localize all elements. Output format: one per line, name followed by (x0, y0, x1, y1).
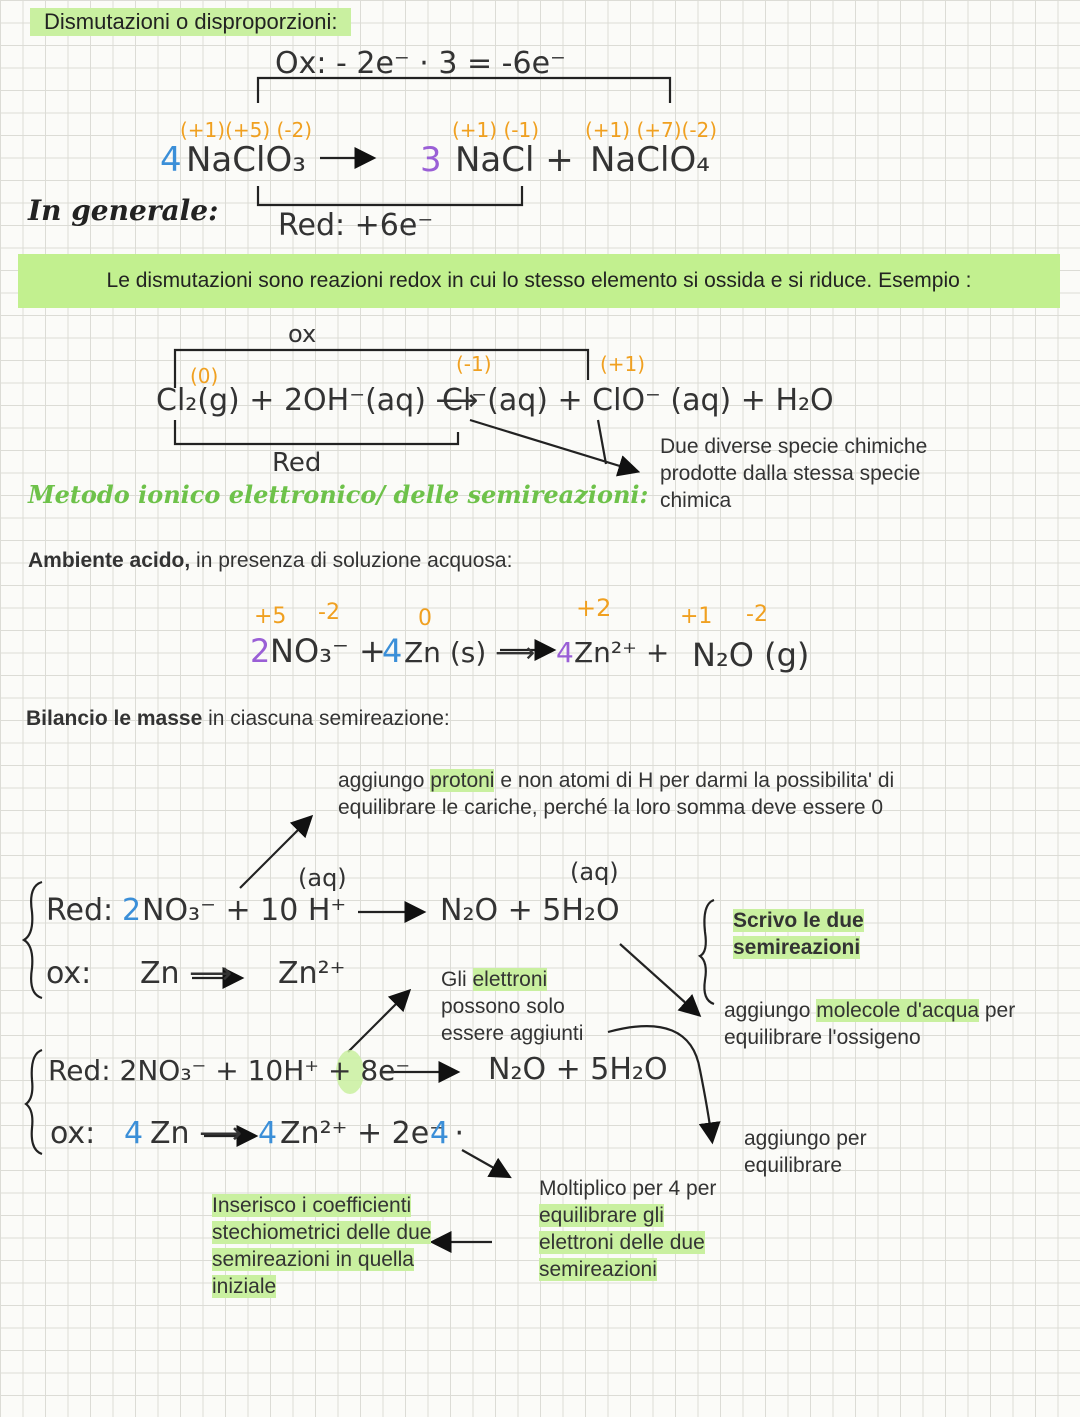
definition-text: Le dismutazioni sono reazioni redox in c… (106, 269, 972, 292)
half2-red: Red: 2NO₃⁻ + 10H⁺ + 8e⁻ (48, 1054, 411, 1087)
half1-red-coef: 2 (122, 893, 142, 928)
half1-ox-left: Zn ⟶ (140, 956, 233, 991)
oxidation-numbers-right: (+1) (+7)(-2) (585, 118, 718, 142)
oxidation-numbers-mid: (+1) (-1) (452, 118, 539, 142)
ambiente-bold: Ambiente acido, (28, 549, 191, 572)
eq3-zn2: Zn²⁺ + (574, 636, 670, 669)
note-acqua-post: per equilibrare l'ossigeno (724, 999, 1016, 1049)
eq3-oxnum-minus2: -2 (318, 600, 340, 625)
note-moltiplico-pre: Moltiplico per 4 per (539, 1177, 717, 1200)
half1-red-reactants: NO₃⁻ + 10 H⁺ (142, 893, 347, 928)
note-elettroni-hl: elettroni (472, 968, 548, 991)
eq3-oxnum-plus1: +1 (680, 604, 713, 629)
red-label-2: Red (272, 448, 322, 478)
ambiente-rest: in presenza di soluzione acquosa: (190, 549, 513, 572)
oxnum-plus1: (+1) (600, 352, 646, 376)
half1-ox-right: Zn²⁺ (278, 956, 346, 991)
half1-red-prefix: Red: (46, 893, 114, 928)
half2-red-products: N₂O + 5H₂O (488, 1052, 668, 1087)
half2-ox-prefix: ox: (50, 1116, 96, 1151)
oxidation-numbers-left: (+1)(+5) (-2) (180, 118, 313, 142)
product-nacl: NaCl + (455, 140, 574, 180)
note-scrivo: Scrivo le due semireazioni (733, 907, 883, 961)
half2-ox-coef: 4 (124, 1116, 144, 1151)
note-scrivo-text: Scrivo le due semireazioni (733, 909, 864, 959)
half2-ox-coef2: 4 (258, 1116, 278, 1151)
eq3-oxnum-zero: 0 (418, 606, 432, 631)
eq3-oxnum-minus2b: -2 (746, 602, 768, 627)
note-due-specie: Due diverse specie chimiche prodotte dal… (660, 435, 928, 512)
half1-red-products: N₂O + 5H₂O (440, 893, 620, 928)
oxnum-zero: (0) (190, 364, 219, 388)
eq3-oxnum-plus2: +2 (576, 594, 612, 622)
coefficient-4: 4 (160, 140, 182, 180)
note-elettroni-post: possono solo essere aggiunti (441, 995, 584, 1045)
eq3-coef-4: 4 (382, 632, 403, 670)
bilancio-line: Bilancio le masse in ciascuna semireazio… (26, 705, 450, 732)
eq3-coef-2: 2 (250, 632, 271, 670)
aq-label-1: (aq) (298, 864, 347, 892)
oxnum-minus1: (-1) (456, 352, 492, 376)
note-elettroni-pre: Gli (441, 968, 473, 991)
note-protoni-pre: aggiungo (338, 769, 431, 792)
metodo-heading: Metodo ionico elettronico/ delle semirea… (28, 480, 649, 509)
note-acqua: aggiungo molecole d'acqua per equilibrar… (724, 997, 1024, 1051)
eq3-oxnum-plus5: +5 (254, 604, 287, 629)
ambiente-line: Ambiente acido, in presenza di soluzione… (28, 547, 512, 574)
half1-ox-prefix: ox: (46, 956, 92, 991)
note-protoni: aggiungo protoni e non atomi di H per da… (338, 767, 978, 821)
note-protoni-hl: protoni (430, 769, 495, 792)
reactant-naclo3: NaClO₃ (186, 140, 306, 180)
bilancio-rest: in ciascuna semireazione: (202, 707, 450, 730)
note-moltiplico-hl: equilibrare gli elettroni delle due semi… (539, 1204, 705, 1281)
bilancio-bold: Bilancio le masse (26, 707, 203, 730)
eq3-n2o: N₂O (g) (692, 636, 810, 674)
in-generale-heading: In generale: (28, 194, 219, 227)
eq3-no3: NO₃⁻ + (270, 632, 386, 670)
ox-label-2: ox (288, 320, 317, 348)
note-inserisco: Inserisco i coefficienti stechiometrici … (212, 1192, 444, 1300)
note-aggiungo: aggiungo per equilibrare (744, 1127, 867, 1177)
page-title: Dismutazioni o disproporzioni: (30, 8, 352, 36)
half2-ox-zn: Zn ⟶ (150, 1116, 243, 1151)
note-acqua-hl: molecole d'acqua (816, 999, 980, 1022)
red-label-1: Red: +6e⁻ (278, 208, 434, 243)
definition-banner: Le dismutazioni sono reazioni redox in c… (18, 254, 1060, 308)
ox-label-1: Ox: - 2e⁻ · 3 = -6e⁻ (275, 46, 566, 81)
note-moltiplico: Moltiplico per 4 per equilibrare gli ele… (539, 1175, 739, 1283)
product-naclo4: NaClO₄ (590, 140, 710, 180)
note-inserisco-text: Inserisco i coefficienti stechiometrici … (212, 1194, 432, 1298)
note-acqua-pre: aggiungo (724, 999, 817, 1022)
note-protoni-post: e non atomi di H per darmi la possibilit… (338, 769, 895, 819)
aq-label-2: (aq) (570, 858, 619, 886)
equation-2-right: Cl⁻(aq) + ClO⁻ (aq) + H₂O (442, 383, 834, 418)
eq3-zn: Zn (s) ⟶ (404, 636, 536, 669)
half2-ox-mult: 4 (430, 1116, 450, 1151)
note-elettroni: Gli elettroni possono solo essere aggiun… (441, 966, 611, 1047)
coefficient-3: 3 (420, 140, 442, 180)
half2-ox-rest: Zn²⁺ + 2e⁻ · (280, 1116, 465, 1151)
eq3-coef-4b: 4 (556, 636, 574, 669)
equation-2-left: Cl₂(g) + 2OH⁻(aq) ⟶ (156, 383, 479, 418)
